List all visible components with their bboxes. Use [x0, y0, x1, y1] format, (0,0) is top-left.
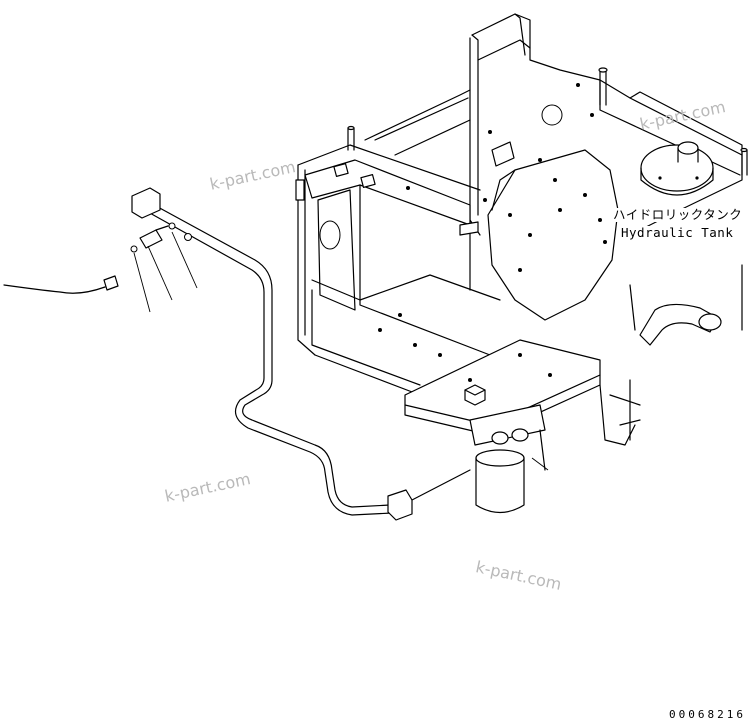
- tank-label-english: Hydraulic Tank: [621, 225, 734, 240]
- hydraulic-tank: [469, 13, 748, 331]
- sensor: [3, 222, 549, 471]
- return-pipe: [131, 187, 471, 521]
- cover-plate: [487, 149, 619, 321]
- tank-label-japanese: ハイドロリックタンク: [613, 207, 743, 222]
- frame: [295, 89, 501, 396]
- elbow-hose: [629, 284, 722, 346]
- filter-assembly: [404, 339, 641, 514]
- drawing-code: 00068216: [669, 708, 746, 721]
